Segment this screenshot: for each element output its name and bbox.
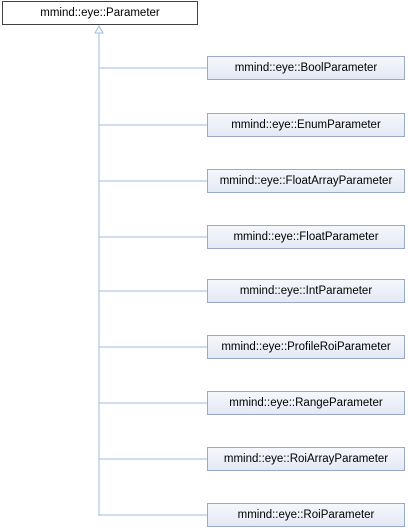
class-node-float-parameter[interactable]: mmind::eye::FloatParameter [207, 225, 405, 249]
class-node-float-array-parameter[interactable]: mmind::eye::FloatArrayParameter [207, 169, 405, 193]
class-node-parameter: mmind::eye::Parameter [2, 1, 198, 25]
class-node-profile-roi-parameter[interactable]: mmind::eye::ProfileRoiParameter [207, 335, 405, 359]
class-node-enum-parameter[interactable]: mmind::eye::EnumParameter [207, 113, 405, 137]
class-node-roi-array-parameter[interactable]: mmind::eye::RoiArrayParameter [207, 447, 405, 471]
inheritance-arrowhead [94, 24, 104, 34]
class-node-int-parameter[interactable]: mmind::eye::IntParameter [207, 279, 405, 303]
class-node-roi-parameter[interactable]: mmind::eye::RoiParameter [207, 503, 405, 527]
class-node-range-parameter[interactable]: mmind::eye::RangeParameter [207, 391, 405, 415]
class-node-bool-parameter[interactable]: mmind::eye::BoolParameter [207, 56, 405, 80]
